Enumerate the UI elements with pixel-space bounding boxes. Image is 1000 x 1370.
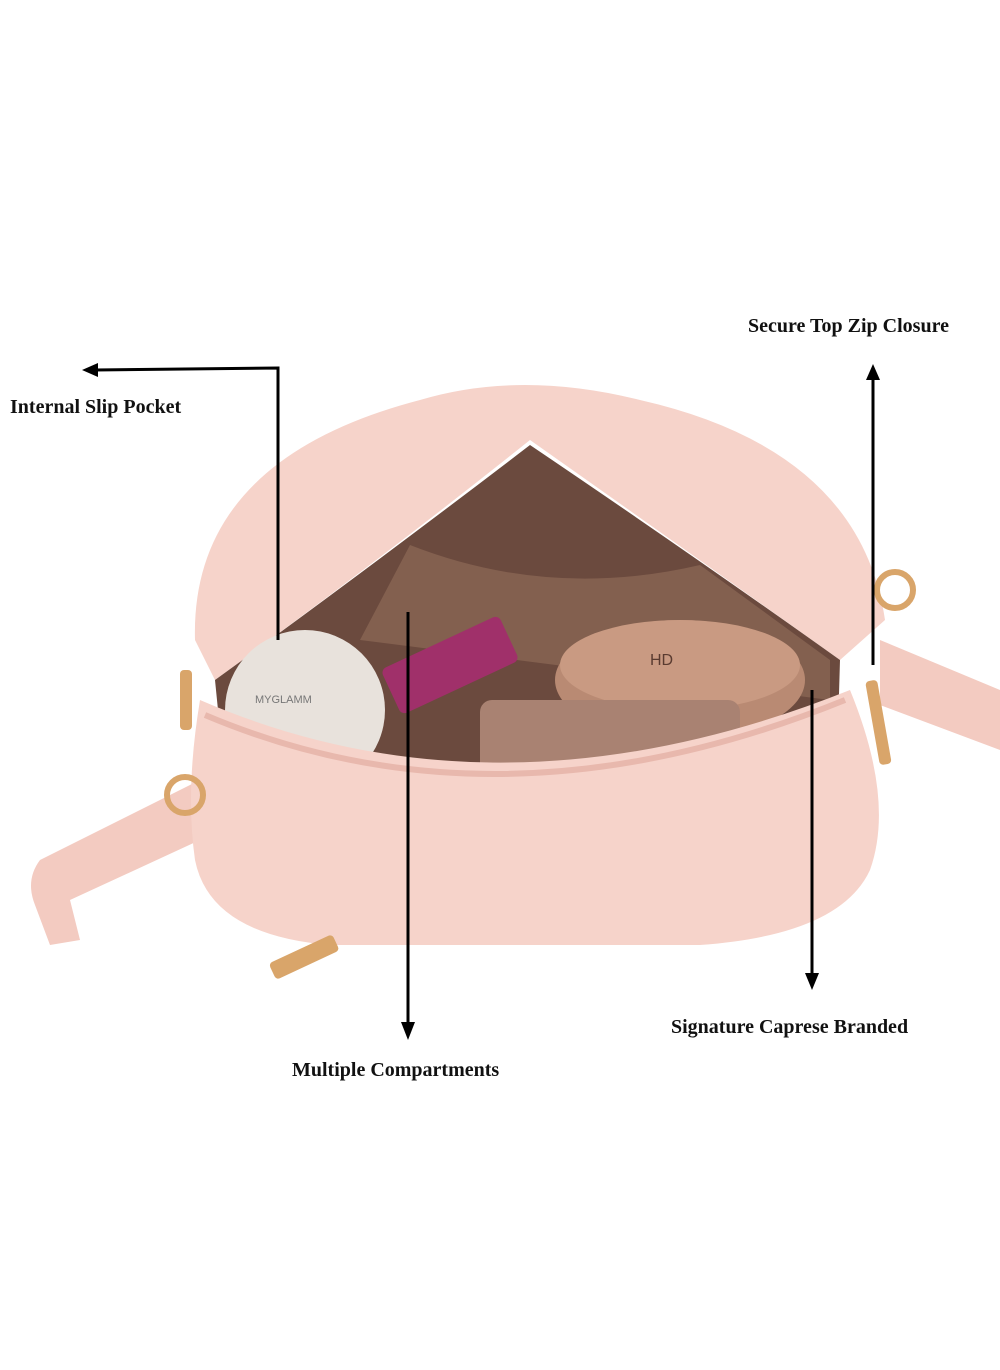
right-zip-pull [865, 680, 892, 765]
mirror-brand-text: MYGLAMM [255, 694, 312, 706]
arrowhead-up [866, 364, 880, 380]
bag-front-body [191, 690, 879, 945]
arrowhead-left [82, 363, 98, 377]
right-ring [874, 569, 916, 611]
arrow-internal-slip-pocket [94, 366, 280, 640]
callout-secure-top-zip: Secure Top Zip Closure [748, 315, 949, 337]
callout-internal-slip-pocket: Internal Slip Pocket [10, 396, 182, 418]
arrowhead-down-branded [805, 973, 819, 990]
left-ring [164, 774, 206, 816]
brand-tag [269, 935, 339, 979]
compact-lid [560, 620, 800, 710]
arrowhead-down-compartments [401, 1022, 415, 1040]
bag-top-flap [194, 385, 885, 680]
left-strap [31, 780, 200, 945]
zip-track [203, 697, 847, 777]
right-strap [880, 640, 1000, 750]
callout-multiple-compartments: Multiple Compartments [292, 1059, 500, 1081]
compact-text: HD [650, 652, 673, 669]
callout-signature-branded: Signature Caprese Branded [671, 1016, 909, 1038]
lipstick [382, 616, 518, 714]
left-zip-pull [180, 670, 192, 730]
